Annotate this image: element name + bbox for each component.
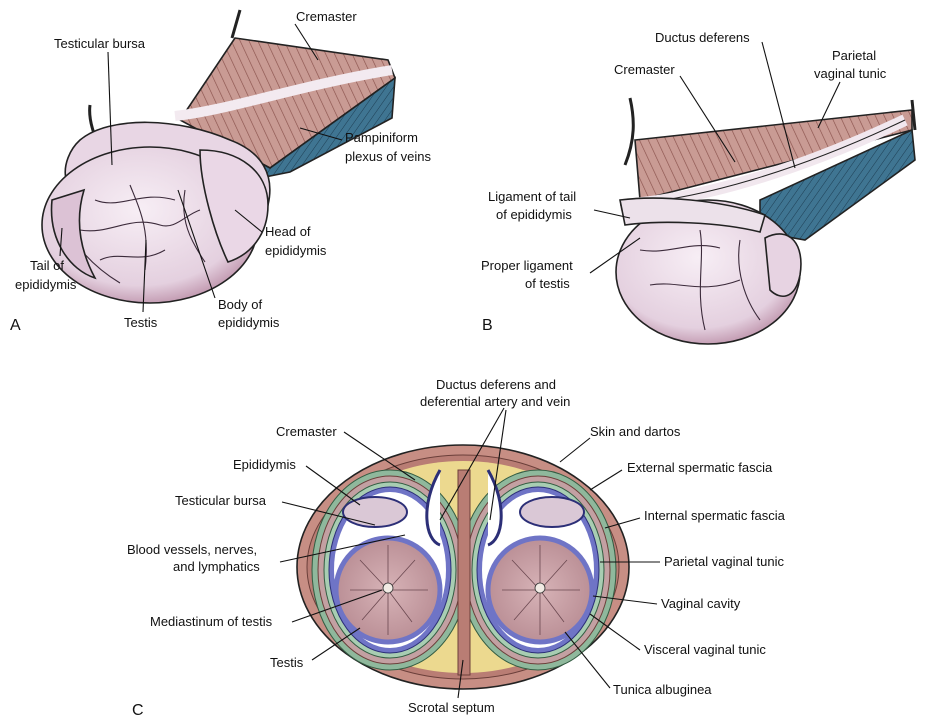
label-c-skin-dartos: Skin and dartos (590, 424, 681, 439)
epididymis-tail-b (619, 197, 766, 233)
label-a-testis: Testis (124, 315, 158, 330)
label-a-pampiniform-2: plexus of veins (345, 149, 431, 164)
label-b-lig-tail-2: of epididymis (496, 207, 572, 222)
leader-c-blood (279, 534, 406, 563)
label-c-blood-1: Blood vessels, nerves, (127, 542, 257, 557)
epididymis-left (342, 496, 408, 528)
ductus-deferens-right-c (486, 469, 503, 547)
leader-c-ductus-1 (439, 407, 505, 521)
label-b-cremaster: Cremaster (614, 62, 675, 77)
label-a-head-1: Head of (265, 224, 311, 239)
epididymis-tail-a (50, 188, 97, 280)
scrotal-septum (457, 469, 471, 676)
leader-a-body (177, 189, 216, 299)
label-c-tunica-albuginea: Tunica albuginea (613, 682, 712, 697)
label-c-cremaster: Cremaster (276, 424, 337, 439)
panel-letter-b: B (482, 317, 493, 334)
label-b-proper-lig-1: Proper ligament (481, 258, 573, 273)
panel-b: Ductus deferens Cremaster Parietal vagin… (481, 30, 917, 345)
label-b-lig-tail-1: Ligament of tail (488, 189, 576, 204)
mediastinum-left (382, 582, 394, 594)
label-c-epididymis: Epididymis (233, 457, 296, 472)
leader-b-cremaster (679, 75, 736, 163)
tunic-flap-b1 (623, 97, 635, 166)
label-c-testis: Testis (270, 655, 304, 670)
label-a-testicular-bursa: Testicular bursa (54, 36, 146, 51)
label-c-ductus-2: deferential artery and vein (420, 394, 570, 409)
leader-b-proper-lig (589, 237, 641, 274)
leader-a-pampiniform (299, 127, 343, 141)
leader-c-testis (311, 627, 361, 661)
leader-c-epididymis (305, 465, 361, 506)
leader-b-ductus (761, 41, 796, 169)
label-b-parietal-1: Parietal (832, 48, 876, 63)
epididymis-right (519, 496, 585, 528)
epididymis-head-b (764, 233, 802, 298)
right-compartment (459, 469, 617, 671)
label-c-vaginal-cavity: Vaginal cavity (661, 596, 741, 611)
leader-c-mediastinum (291, 589, 383, 623)
testis-vessels-b (639, 229, 761, 331)
leader-b-lig-tail (593, 209, 631, 219)
leader-a-testicular-bursa (107, 51, 113, 166)
label-c-internal-fascia: Internal spermatic fascia (644, 508, 786, 523)
label-a-pampiniform-1: Pampiniform (345, 130, 418, 145)
label-a-tail-2: epididymis (15, 277, 77, 292)
label-c-visceral-tunic: Visceral vaginal tunic (644, 642, 766, 657)
label-b-parietal-2: vaginal tunic (814, 66, 887, 81)
leader-a-cremaster (294, 23, 319, 61)
panel-a: Cremaster Testicular bursa Pampiniform p… (10, 9, 431, 334)
leader-c-albuginea (564, 631, 611, 689)
label-c-mediastinum: Mediastinum of testis (150, 614, 273, 629)
label-b-ductus: Ductus deferens (655, 30, 750, 45)
ductus-deferens-a (174, 65, 393, 121)
leader-b-parietal (817, 81, 841, 129)
ductus-deferens-left-c (425, 469, 442, 547)
label-c-ductus-1: Ductus deferens and (436, 377, 556, 392)
leader-c-ductus-2 (489, 409, 507, 521)
leader-c-external-fascia (589, 469, 623, 491)
leader-c-bursa (281, 501, 376, 526)
epididymis-head-cap-a (199, 149, 269, 263)
mediastinum-right (534, 582, 546, 594)
leader-a-head (234, 209, 263, 233)
label-a-cremaster: Cremaster (296, 9, 357, 24)
label-c-external-fascia: External spermatic fascia (627, 460, 773, 475)
label-a-body-1: Body of (218, 297, 262, 312)
panel-c: Ductus deferens and deferential artery a… (127, 377, 786, 719)
leader-c-visceral (589, 613, 641, 651)
tunic-flap-b2 (910, 99, 917, 131)
label-c-blood-2: and lymphatics (173, 559, 260, 574)
leader-c-internal-fascia (604, 517, 641, 529)
leader-a-testis (142, 239, 147, 313)
tunic-flap-a1 (230, 9, 242, 39)
label-c-testicular-bursa: Testicular bursa (175, 493, 267, 508)
leader-c-cremaster (343, 431, 416, 481)
panel-letter-a: A (10, 317, 21, 334)
left-compartment (311, 469, 469, 671)
label-a-body-2: epididymis (218, 315, 280, 330)
label-c-parietal-tunic: Parietal vaginal tunic (664, 554, 784, 569)
label-a-tail-1: Tail of (30, 258, 64, 273)
panel-letter-c: C (132, 702, 144, 719)
leader-c-skin (559, 437, 591, 463)
label-a-head-2: epididymis (265, 243, 327, 258)
label-c-scrotal-septum: Scrotal septum (408, 700, 495, 715)
leader-c-septum (457, 659, 464, 699)
label-b-proper-lig-2: of testis (525, 276, 570, 291)
leader-a-tail (59, 227, 63, 257)
leader-c-cavity (592, 595, 658, 605)
